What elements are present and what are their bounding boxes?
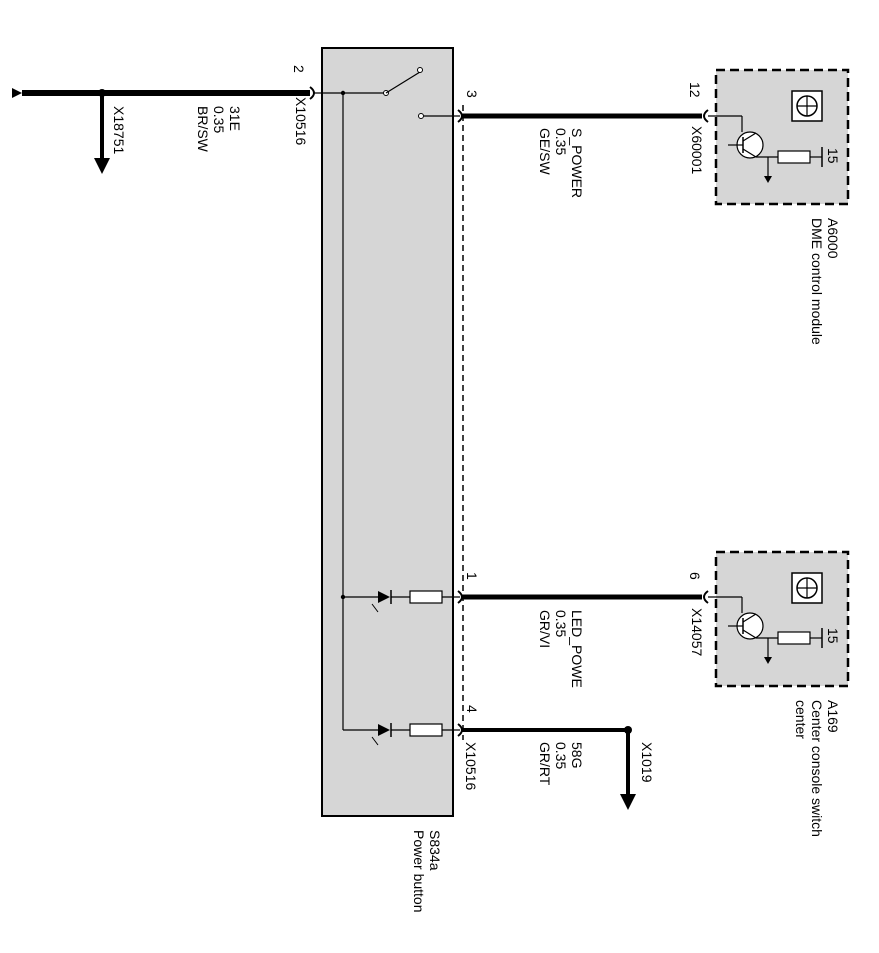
switch-internal-wiring	[314, 67, 460, 746]
connector-x18751: X18751	[111, 106, 127, 154]
ground-wire-gauge: 0.35	[211, 106, 227, 133]
power-button-name: Power button	[411, 830, 427, 913]
ground-arrow-icon	[620, 794, 636, 810]
term58g-name: 58G	[569, 742, 585, 768]
s-power-color: GE/SW	[537, 128, 553, 175]
ground-wire-name: 31E	[227, 106, 243, 131]
led-power-name: LED_POWE	[569, 610, 585, 688]
led-power-wire	[457, 590, 709, 604]
led-power-gauge: 0.35	[553, 610, 569, 637]
console-name-line2: center	[793, 700, 809, 739]
led-power-color: GR/VI	[537, 610, 553, 648]
s-power-gauge: 0.35	[553, 128, 569, 155]
ground-wire-color: BR/SW	[195, 106, 211, 153]
console-pin-6: 6	[687, 572, 703, 580]
dme-connector: X60001	[689, 126, 705, 174]
pin-4-label: 4	[464, 705, 480, 713]
term58g-color: GR/RT	[537, 742, 553, 786]
term58g-gauge: 0.35	[553, 742, 569, 769]
pin-1-label: 1	[464, 572, 480, 580]
dme-pin-12: 12	[687, 82, 703, 98]
console-pin-15: 15	[825, 628, 841, 644]
ground-wire-31e	[12, 86, 315, 174]
s-power-name: S_POWER	[569, 128, 585, 198]
dme-pin-15: 15	[825, 148, 841, 164]
dme-id: A6000	[825, 218, 841, 259]
console-id: A169	[825, 700, 841, 733]
pin-3-label: 3	[464, 90, 480, 98]
center-console-module	[708, 550, 850, 688]
s-power-wire	[457, 109, 709, 123]
console-connector: X14057	[689, 608, 705, 656]
connector-x1019: X1019	[639, 742, 655, 783]
ground-arrow-icon	[94, 158, 110, 174]
console-name-line1: Center console switch	[809, 700, 825, 837]
term58g-wire	[457, 723, 636, 810]
dme-name: DME control module	[809, 218, 825, 345]
pin-2-label: 2	[291, 65, 307, 73]
connector-x10516-bottom: X10516	[463, 742, 479, 790]
power-button-id: S834a	[427, 830, 443, 871]
power-button-housing	[321, 47, 454, 817]
dme-module	[708, 68, 850, 206]
connector-x10516-top: X10516	[293, 97, 309, 145]
